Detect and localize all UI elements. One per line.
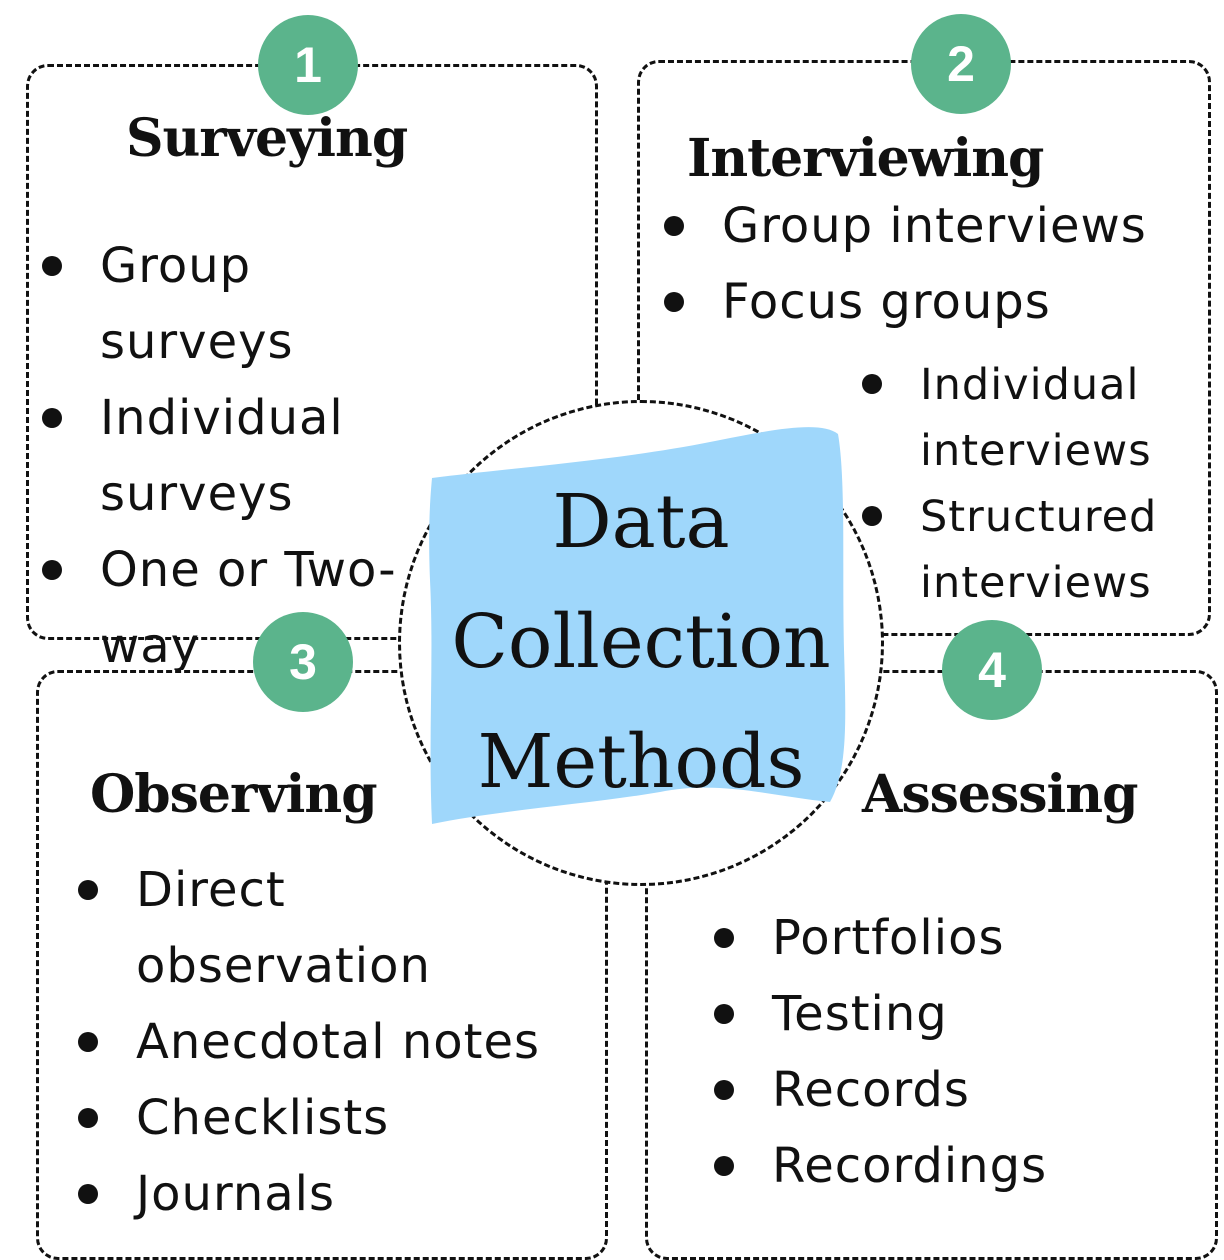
section-title-assessing: Assessing — [862, 764, 1138, 825]
observing-list: Direct observation Anecdotal notes Check… — [78, 852, 598, 1232]
list-item: Testing — [714, 976, 1194, 1052]
section-number-badge-4: 4 — [942, 620, 1042, 720]
list-item: Group surveys — [42, 228, 402, 380]
assessing-list: Portfolios Testing Records Recordings — [714, 900, 1194, 1204]
highlight-splash — [429, 427, 846, 824]
section-number-badge-1: 1 — [258, 15, 358, 115]
center-title-line: Data — [552, 479, 730, 565]
list-item: Recordings — [714, 1128, 1194, 1204]
highlight-shape — [429, 427, 846, 824]
interviewing-list: Group interviews Focus groups — [664, 188, 1204, 340]
section-number-badge-3: 3 — [253, 612, 353, 712]
center-title: Data Collection Methods — [400, 462, 882, 822]
section-title-interviewing: Interviewing — [687, 128, 1044, 189]
list-item: Anecdotal notes — [78, 1004, 598, 1080]
list-item: Journals — [78, 1156, 598, 1232]
list-item: Focus groups — [664, 264, 1204, 340]
list-item: Records — [714, 1052, 1194, 1128]
center-title-line: Methods — [477, 719, 805, 805]
list-item: Structured interviews — [862, 484, 1202, 616]
section-title-observing: Observing — [90, 764, 378, 825]
center-title-line: Collection — [451, 599, 831, 685]
list-item: Checklists — [78, 1080, 598, 1156]
list-item: Portfolios — [714, 900, 1194, 976]
list-item: Individual surveys — [42, 380, 402, 532]
list-item: Group interviews — [664, 188, 1204, 264]
list-item: Direct observation — [78, 852, 466, 1004]
section-number-badge-2: 2 — [911, 14, 1011, 114]
list-item: Individual interviews — [862, 352, 1202, 484]
interviewing-sublist: Individual interviews Structured intervi… — [862, 352, 1202, 616]
section-title-surveying: Surveying — [126, 108, 408, 169]
